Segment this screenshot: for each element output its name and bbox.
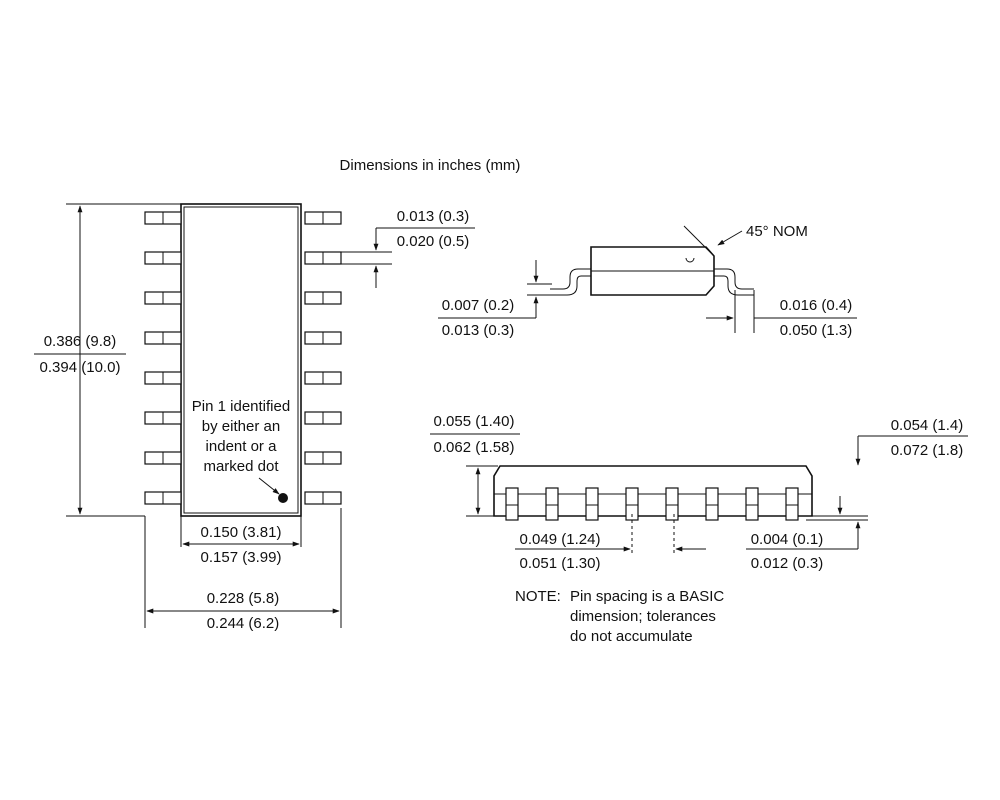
foot-length-min-label: 0.016 (0.4) xyxy=(780,297,853,314)
side-view-body xyxy=(493,465,813,517)
overall-width-min-label: 0.228 (5.8) xyxy=(207,590,280,607)
body-width-min-label: 0.150 (3.81) xyxy=(201,524,282,541)
body-height-max-label: 0.062 (1.58) xyxy=(434,439,515,456)
pin1-note-line-2: by either an xyxy=(202,418,280,435)
note-line-3: do not accumulate xyxy=(570,628,693,645)
end-view-left-lead-lower xyxy=(550,275,591,296)
drawing-title: Dimensions in inches (mm) xyxy=(340,157,521,174)
pitch-max-label: 0.051 (1.30) xyxy=(520,555,601,572)
body-width-max-label: 0.157 (3.99) xyxy=(201,549,282,566)
pin1-marked-dot xyxy=(278,493,288,503)
chamfer-label: 45° NOM xyxy=(746,223,808,240)
note-line-1: Pin spacing is a BASIC xyxy=(570,588,724,605)
length-max-label: 0.394 (10.0) xyxy=(40,359,121,376)
top-view-body-inner-outline xyxy=(183,206,299,514)
chamfer-leader xyxy=(717,230,743,246)
pin1-note-line-3: indent or a xyxy=(206,438,278,455)
chamfer-angle-line xyxy=(683,225,712,254)
body-height-min-label: 0.055 (1.40) xyxy=(434,413,515,430)
pin1-note-line-1: Pin 1 identified xyxy=(192,398,290,415)
right-pin-row xyxy=(304,211,342,505)
overall-width-max-label: 0.244 (6.2) xyxy=(207,615,280,632)
note-line-2: dimension; tolerances xyxy=(570,608,716,625)
top-view-body xyxy=(180,203,302,517)
total-height-min-label: 0.054 (1.4) xyxy=(891,417,964,434)
lead-thickness-max-label: 0.013 (0.3) xyxy=(442,322,515,339)
pin1-leader xyxy=(258,477,280,495)
side-pin-8 xyxy=(785,487,799,521)
lead-width-max-label: 0.020 (0.5) xyxy=(397,233,470,250)
end-view: 45° NOM 0.007 (0.2) 0.013 (0.3) 0.016 (0… xyxy=(438,223,857,339)
side-pin-5 xyxy=(665,487,679,521)
top-view: Pin 1 identified by either an indent or … xyxy=(34,203,475,632)
side-view: 0.055 (1.40) 0.062 (1.58) 0.054 (1.4) 0.… xyxy=(430,413,968,572)
total-height-max-label: 0.072 (1.8) xyxy=(891,442,964,459)
side-pin-3 xyxy=(585,487,599,521)
side-pin-6 xyxy=(705,487,719,521)
standoff-min-label: 0.004 (0.1) xyxy=(751,531,824,548)
note-prefix: NOTE: xyxy=(515,588,561,605)
side-pin-row xyxy=(505,487,799,521)
end-view-left-lead-upper xyxy=(550,268,591,290)
lead-thickness-min-label: 0.007 (0.2) xyxy=(442,297,515,314)
lead-width-min-label: 0.013 (0.3) xyxy=(397,208,470,225)
pin-spacing-note: NOTE: Pin spacing is a BASIC dimension; … xyxy=(515,588,724,645)
side-pin-2 xyxy=(545,487,559,521)
foot-length-max-label: 0.050 (1.3) xyxy=(780,322,853,339)
end-view-right-lead-upper xyxy=(714,268,754,290)
standoff-max-label: 0.012 (0.3) xyxy=(751,555,824,572)
side-pin-7 xyxy=(745,487,759,521)
end-view-indent xyxy=(685,257,695,263)
left-pin-row xyxy=(144,211,182,505)
end-view-right-lead-lower xyxy=(714,275,754,296)
side-pin-1 xyxy=(505,487,519,521)
pitch-min-label: 0.049 (1.24) xyxy=(520,531,601,548)
length-min-label: 0.386 (9.8) xyxy=(44,333,117,350)
pin1-note-line-4: marked dot xyxy=(203,458,279,475)
